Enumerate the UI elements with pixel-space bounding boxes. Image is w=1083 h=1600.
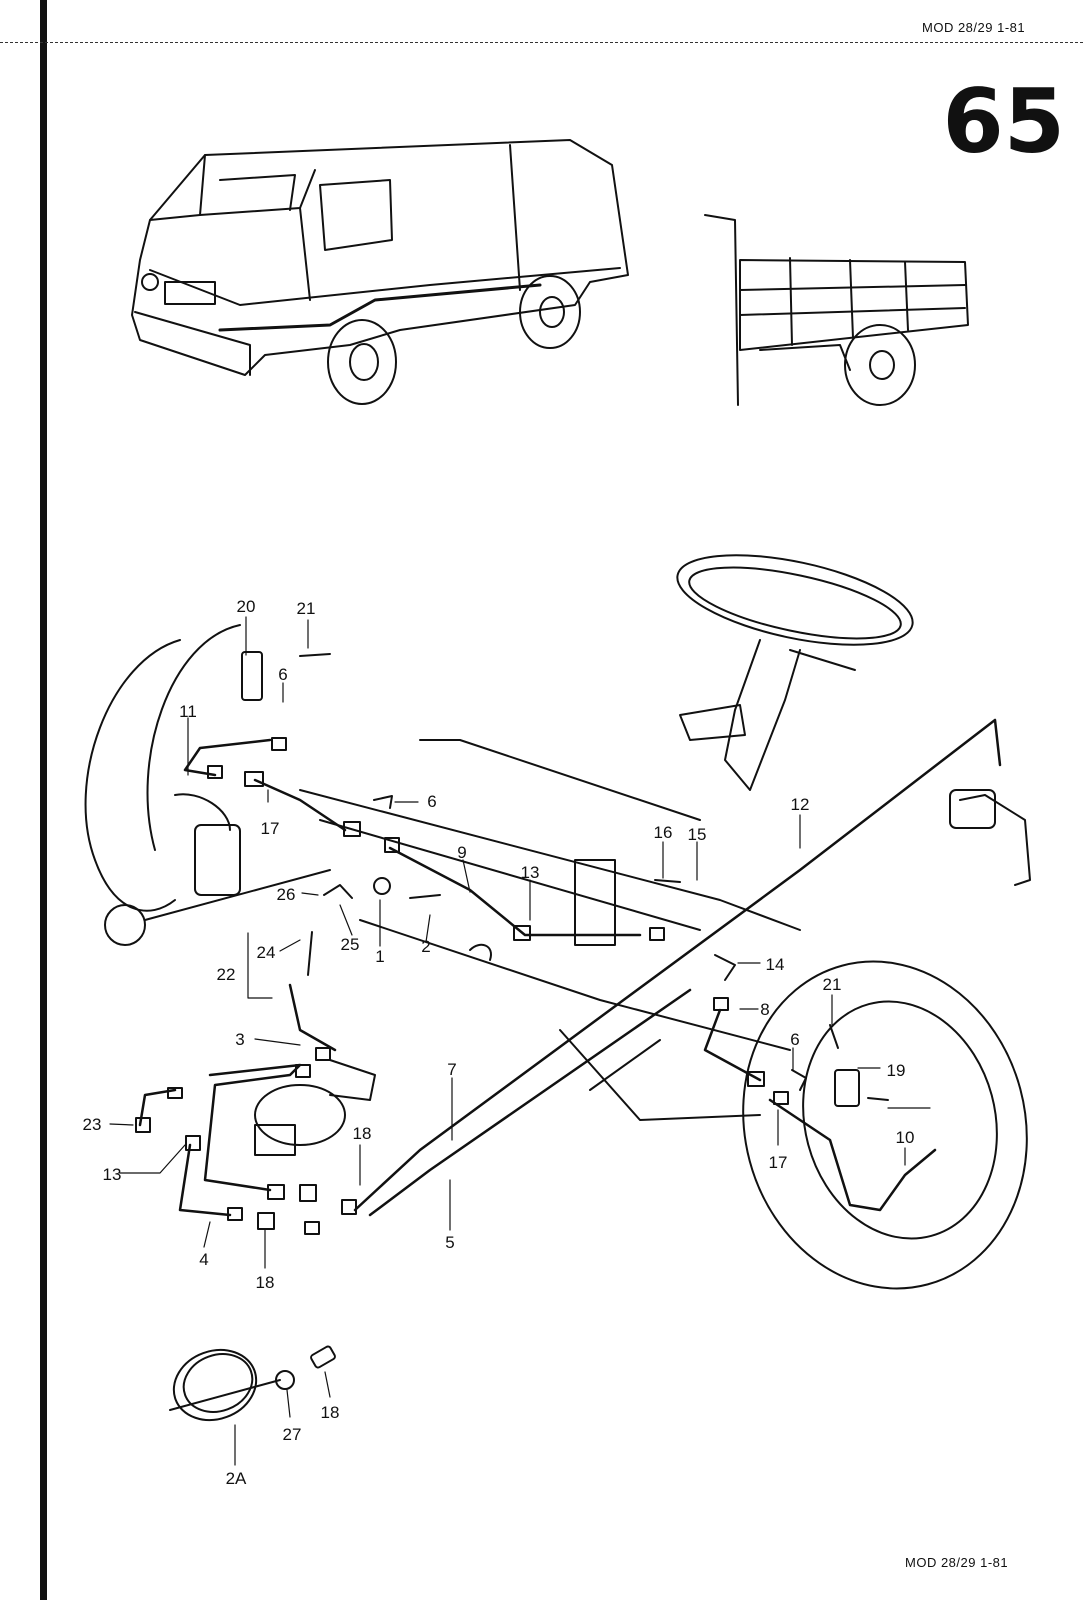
callout-18: 18 <box>321 1403 340 1422</box>
callout-25: 25 <box>341 935 360 954</box>
callout-27: 27 <box>283 1425 302 1444</box>
left-front-wheel <box>84 624 331 946</box>
callout-6: 6 <box>790 1030 799 1049</box>
master-cylinder <box>254 1059 376 1156</box>
callout-13: 13 <box>103 1165 122 1184</box>
callout-23: 23 <box>83 1115 102 1134</box>
binder-margin-line <box>40 0 47 1600</box>
van-illustration <box>131 139 629 405</box>
callout-6: 6 <box>278 665 287 684</box>
callout-22: 22 <box>217 965 236 984</box>
fittings <box>135 651 889 1235</box>
callout-21: 21 <box>823 975 842 994</box>
subframe <box>299 739 801 1121</box>
callout-11: 11 <box>179 702 197 721</box>
callout-7: 7 <box>447 1060 456 1079</box>
callout-17: 17 <box>769 1153 788 1172</box>
footer-model-code: MOD 28/29 1-81 <box>905 1555 1009 1570</box>
callout-2: 2 <box>421 937 430 956</box>
callout-19: 19 <box>887 1061 906 1080</box>
callout-24: 24 <box>257 943 276 962</box>
callout-14: 14 <box>766 955 785 974</box>
callout-16: 16 <box>654 823 673 842</box>
right-front-wheel <box>742 789 1031 1290</box>
callout-15: 15 <box>688 825 707 844</box>
brake-lines <box>138 718 1002 1217</box>
callout-2A: 2A <box>226 1469 247 1488</box>
callout-10: 10 <box>896 1128 915 1147</box>
callout-12: 12 <box>791 795 810 814</box>
header-rule <box>0 42 1083 43</box>
callout-6: 6 <box>427 792 436 811</box>
callout-5: 5 <box>445 1233 454 1252</box>
callout-8: 8 <box>760 1000 769 1019</box>
callout-21: 21 <box>297 599 316 618</box>
page-number: 65 <box>942 70 1065 173</box>
callout-17: 17 <box>261 819 280 838</box>
header-model-code: MOD 28/29 1-81 <box>922 20 1026 35</box>
callout-1: 1 <box>375 947 384 966</box>
callout-9: 9 <box>457 843 466 862</box>
callout-4: 4 <box>199 1250 208 1269</box>
callout-20: 20 <box>237 597 256 616</box>
steering-column <box>676 554 914 791</box>
callout-13: 13 <box>521 863 540 882</box>
leader-lines <box>109 616 931 1466</box>
callout-18: 18 <box>353 1124 372 1143</box>
brake-pipe-roll <box>169 1345 336 1422</box>
pickup-illustration <box>704 214 969 406</box>
callout-3: 3 <box>235 1030 244 1049</box>
callout-18: 18 <box>256 1273 275 1292</box>
callout-labels: 20 21 6 11 17 6 16 15 12 13 9 26 25 1 2 … <box>83 597 915 1488</box>
callout-26: 26 <box>277 885 296 904</box>
